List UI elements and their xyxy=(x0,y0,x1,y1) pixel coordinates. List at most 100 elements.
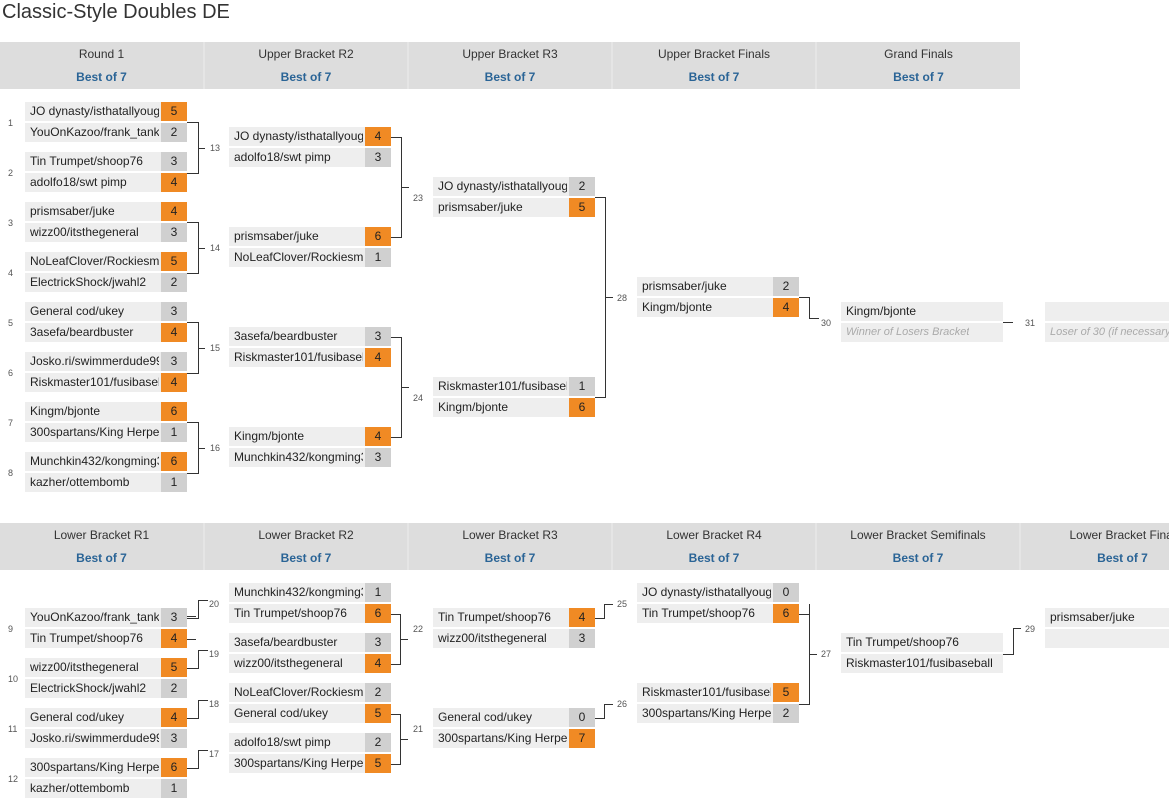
team-name[interactable]: JO dynasty/isthatallyougot xyxy=(642,585,771,599)
team-slot[interactable] xyxy=(1045,302,1169,321)
team-name[interactable]: 3asefa/beardbuster xyxy=(30,325,134,339)
team-slot[interactable]: Riskmaster101/fusibaseball4 xyxy=(229,348,391,367)
team-name[interactable]: YouOnKazoo/frank_tank xyxy=(30,610,159,624)
team-name[interactable]: prismsaber/juke xyxy=(1050,610,1135,624)
team-name[interactable]: JO dynasty/isthatallyougot xyxy=(234,129,363,143)
team-name[interactable]: wizz00/itsthegeneral xyxy=(234,656,343,670)
team-name[interactable]: JO dynasty/isthatallyougot xyxy=(30,104,159,118)
team-name[interactable]: General cod/ukey xyxy=(438,710,533,724)
team-name[interactable]: Tin Trumpet/shoop76 xyxy=(30,154,143,168)
team-name[interactable]: General cod/ukey xyxy=(30,304,125,318)
team-name[interactable]: JO dynasty/isthatallyougot xyxy=(438,179,567,193)
team-name[interactable]: prismsaber/juke xyxy=(438,200,523,214)
team-name[interactable]: wizz00/itsthegeneral xyxy=(30,660,139,674)
team-name[interactable]: Kingm/bjonte xyxy=(30,404,101,418)
team-name[interactable]: Riskmaster101/fusibaseball xyxy=(846,656,993,670)
team-slot[interactable] xyxy=(1045,629,1169,648)
team-name[interactable]: 300spartans/King Herpes xyxy=(642,706,771,720)
team-slot[interactable]: Tin Trumpet/shoop76 xyxy=(841,633,1003,652)
team-name[interactable]: wizz00/itsthegeneral xyxy=(30,225,139,239)
team-name[interactable]: Riskmaster101/fusibaseball xyxy=(642,685,771,699)
team-slot[interactable]: Kingm/bjonte xyxy=(841,302,1003,321)
team-name[interactable]: 3asefa/beardbuster xyxy=(234,635,338,649)
team-name[interactable]: 300spartans/King Herpes xyxy=(234,756,363,770)
team-name[interactable]: Tin Trumpet/shoop76 xyxy=(846,635,959,649)
team-name[interactable]: Tin Trumpet/shoop76 xyxy=(642,606,755,620)
team-slot[interactable]: Riskmaster101/fusibaseball5 xyxy=(637,683,799,702)
team-name[interactable]: Kingm/bjonte xyxy=(642,300,713,314)
team-name[interactable]: prismsaber/juke xyxy=(642,279,727,293)
team-name[interactable]: 3asefa/beardbuster xyxy=(234,329,338,343)
team-name[interactable]: prismsaber/juke xyxy=(30,204,115,218)
team-name[interactable]: NoLeafClover/Rockiesman xyxy=(30,254,159,268)
team-name[interactable]: prismsaber/juke xyxy=(234,229,319,243)
team-name[interactable]: kazher/ottembomb xyxy=(30,781,130,795)
team-name[interactable]: Munchkin432/kongming3 xyxy=(30,454,159,468)
team-name[interactable]: Tin Trumpet/shoop76 xyxy=(30,631,143,645)
team-name[interactable]: YouOnKazoo/frank_tank xyxy=(30,125,159,139)
team-name[interactable]: Riskmaster101/fusibaseball xyxy=(234,350,363,364)
team-slot[interactable]: Riskmaster101/fusibaseball4 xyxy=(25,373,187,392)
team-name[interactable]: Riskmaster101/fusibaseball xyxy=(438,379,567,393)
team-name[interactable]: adolfo18/swt pimp xyxy=(234,150,331,164)
team-name[interactable]: ElectrickShock/jwahl2 xyxy=(30,275,147,289)
team-slot[interactable]: Winner of Losers Bracket xyxy=(841,323,1003,342)
team-name[interactable]: 300spartans/King Herpes xyxy=(30,425,159,439)
team-name[interactable]: General cod/ukey xyxy=(30,710,125,724)
team-name[interactable]: Josko.ri/swimmerdude99 xyxy=(30,354,159,368)
team-name[interactable]: Tin Trumpet/shoop76 xyxy=(234,606,347,620)
team-name[interactable]: kazher/ottembomb xyxy=(30,475,130,489)
team-name[interactable]: Riskmaster101/fusibaseball xyxy=(30,375,159,389)
team-slot[interactable]: prismsaber/juke xyxy=(1045,608,1169,627)
team-name[interactable]: ElectrickShock/jwahl2 xyxy=(30,681,147,695)
team-name[interactable]: Kingm/bjonte xyxy=(846,304,917,318)
team-name[interactable]: wizz00/itsthegeneral xyxy=(438,631,547,645)
team-name[interactable]: adolfo18/swt pimp xyxy=(234,735,331,749)
team-name[interactable]: Munchkin432/kongming3 xyxy=(234,585,363,599)
team-slot[interactable]: Riskmaster101/fusibaseball xyxy=(841,654,1003,673)
team-name[interactable]: General cod/ukey xyxy=(234,706,329,720)
team-slot[interactable]: Riskmaster101/fusibaseball1 xyxy=(433,377,595,396)
team-name[interactable]: NoLeafClover/Rockiesman xyxy=(234,250,363,264)
team-name[interactable]: Munchkin432/kongming3 xyxy=(234,450,363,464)
